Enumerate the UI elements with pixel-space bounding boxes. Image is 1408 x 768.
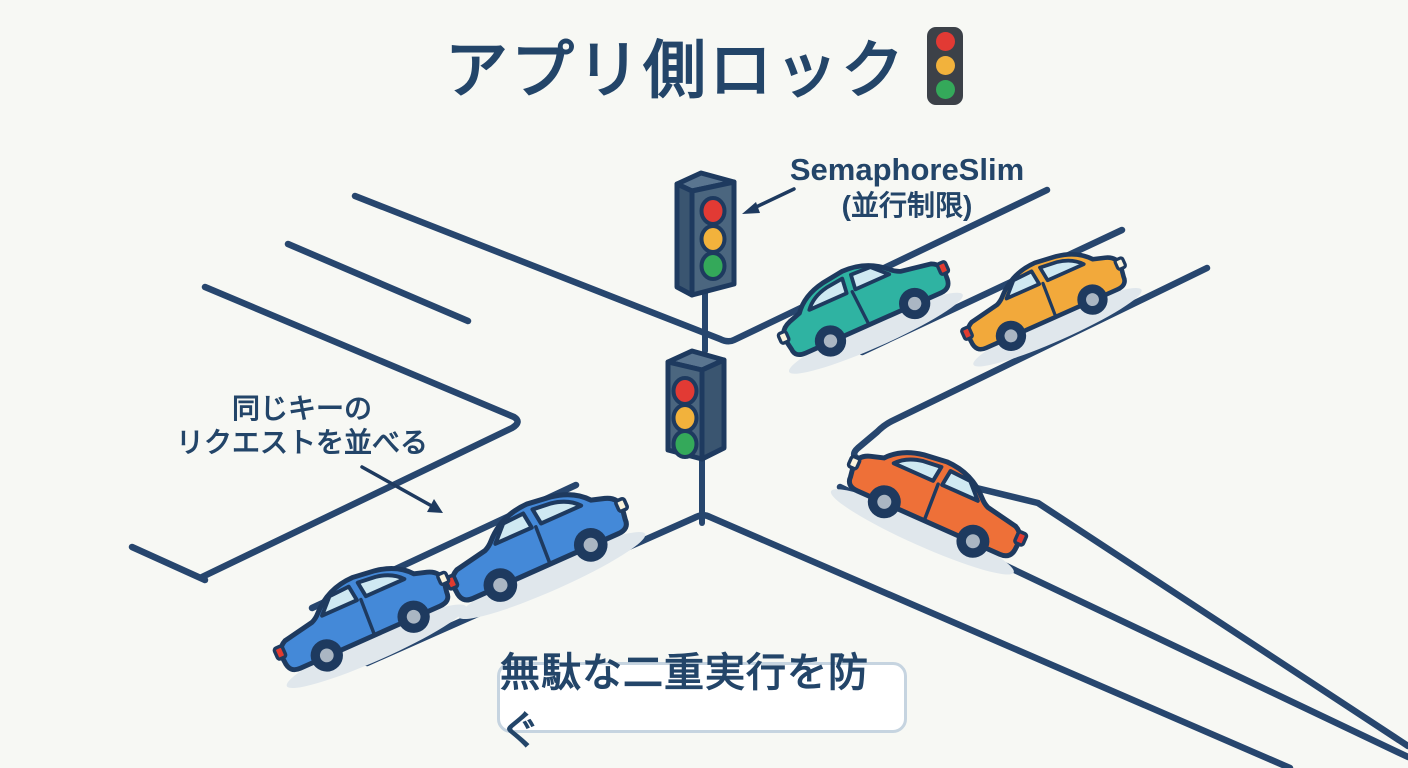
red-dot-icon [935, 31, 955, 51]
yellow-light-icon [671, 403, 699, 433]
yellow-light-icon [699, 224, 727, 254]
lower-traffic-light [665, 348, 727, 462]
red-light-icon [699, 196, 727, 226]
upper-traffic-light [674, 170, 737, 298]
queue-annotation: 同じキーの リクエストを並べる [148, 392, 456, 460]
semaphore-annotation: SemaphoreSlim (並行制限) [756, 152, 1058, 222]
teal-car [761, 230, 969, 384]
page-title: アプリ側ロック [445, 36, 907, 106]
road-edge-stub [128, 543, 209, 584]
caption-box: 無駄な二重実行を防ぐ [497, 651, 907, 753]
blue-car-rear [257, 540, 471, 699]
semaphore-annotation-line1: SemaphoreSlim [789, 152, 1025, 187]
red-light-icon [671, 376, 699, 406]
green-light-icon [699, 251, 727, 281]
lane-line-northwest [284, 240, 472, 325]
green-dot-icon [935, 80, 955, 100]
traffic-light-side-face [699, 357, 727, 462]
semaphore-annotation-line2: (並行制限) [841, 189, 973, 221]
queue-arrow [360, 465, 443, 513]
caption-text: 無駄な二重実行を防ぐ [500, 650, 869, 753]
queue-annotation-line1: 同じキーの [231, 393, 372, 424]
road-edge-north-corner [351, 186, 1051, 345]
yellow-dot-icon [935, 56, 955, 75]
traffic-light-icon [927, 26, 963, 105]
green-light-icon [671, 429, 699, 459]
semaphore-arrow [742, 187, 796, 214]
road-edge-west-corner [198, 283, 521, 581]
page-header: アプリ側ロック [0, 20, 1408, 111]
queue-annotation-line2: リクエストを並べる [175, 427, 428, 459]
